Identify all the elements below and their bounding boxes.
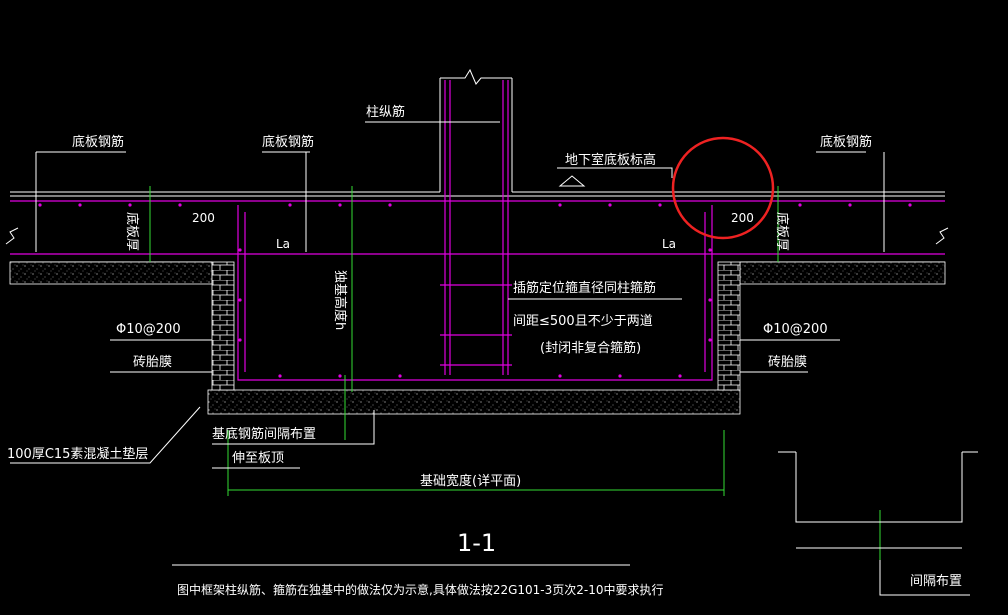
label-brick-formwork-left: 砖胎膜 (133, 355, 172, 370)
dimension-lines (149, 186, 881, 590)
label-rebar-spec-left: Φ10@200 (116, 322, 181, 337)
slab-outline (5, 68, 949, 263)
leader-lines (10, 121, 978, 596)
bottom-note: 图中框架柱纵筋、箍筋在独基中的做法仅为示意,具体做法按22G101-3页次2-1… (177, 582, 664, 597)
label-insert-note: 插筋定位箍直径同柱箍筋 (513, 280, 656, 296)
label-base-rebar-1: 基底钢筋间隔布置 (212, 426, 316, 442)
label-closed-stirrup-note: (封闭非复合箍筋) (540, 340, 641, 356)
label-bottom-rebar-right: 底板钢筋 (820, 134, 872, 150)
label-bottom-rebar-left: 底板钢筋 (72, 134, 124, 150)
label-spacing-note: 间距≤500且不少于两道 (513, 314, 653, 329)
label-slab-thickness-left: 底板厚 (124, 212, 140, 251)
cushion-layer (9, 261, 946, 415)
highlight-circle (671, 136, 775, 240)
label-slab-thickness-right: 底板厚 (774, 212, 790, 251)
label-column-rebar: 柱纵筋 (366, 104, 405, 120)
label-dim-200-left: 200 (192, 211, 215, 225)
label-slab-elevation: 地下室底板标高 (565, 152, 656, 168)
rebar-lines (10, 80, 945, 381)
label-la-left: La (276, 237, 290, 251)
label-foundation-height: 独基高度h (332, 270, 348, 330)
label-base-rebar-2: 伸至板顶 (232, 451, 284, 466)
label-bottom-rebar-mid: 底板钢筋 (262, 134, 314, 150)
label-foundation-width: 基础宽度(详平面) (420, 473, 521, 489)
label-spacing-layout: 间隔布置 (910, 574, 962, 589)
section-title: 1-1 (457, 529, 496, 557)
label-cushion: 100厚C15素混凝土垫层 (7, 446, 148, 462)
brick-formwork (211, 261, 741, 391)
label-brick-formwork-right: 砖胎膜 (768, 355, 807, 370)
rebar-dots (38, 203, 912, 378)
label-la-right: La (662, 237, 676, 251)
label-dim-200-right: 200 (731, 211, 754, 225)
label-rebar-spec-right: Φ10@200 (763, 322, 828, 337)
